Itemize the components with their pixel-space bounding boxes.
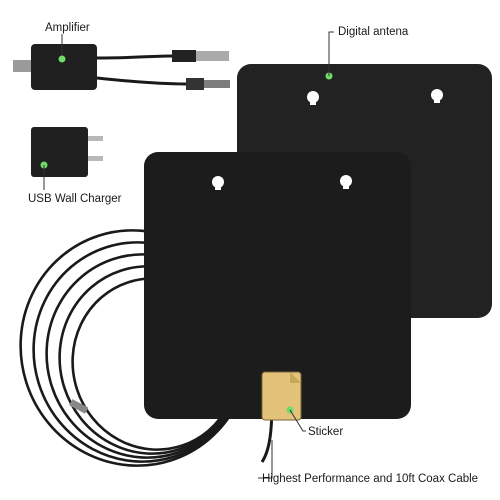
sticker-icon: [261, 371, 302, 421]
coax-connector-icon: [69, 399, 89, 414]
coax-connector-icon: [186, 78, 230, 90]
usb-plug-icon: [172, 50, 229, 62]
leader-lines: [43, 31, 334, 479]
amplifier-icon: [13, 44, 187, 90]
coax-cable-label: Highest Performance and 10ft Coax Cable: [262, 473, 479, 485]
amplifier-label: Amplifier: [45, 22, 90, 34]
antenna-panel-icon: [144, 152, 411, 419]
usb-wall-charger-label: USB Wall Charger: [28, 193, 122, 205]
wall-charger-icon: [31, 127, 103, 177]
digital-antenna-label: Digital antena: [338, 26, 409, 38]
sticker-label: Sticker: [308, 426, 344, 438]
